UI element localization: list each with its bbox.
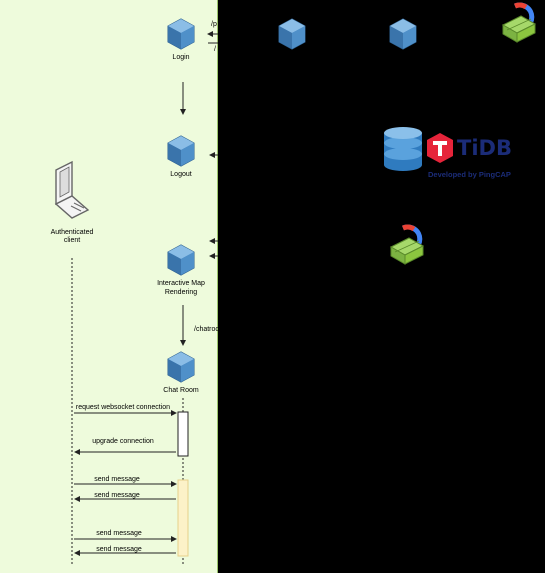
client-swimlane-panel <box>0 0 218 573</box>
map-service-icon <box>167 244 195 276</box>
request-ws-label: request websocket connection <box>76 404 170 411</box>
chat-activation-box-1 <box>177 411 189 457</box>
send-message-label-1: send message <box>94 476 140 483</box>
client-label-line2: client <box>64 237 80 244</box>
send-message-label-4: send message <box>96 546 142 553</box>
client-computer-icon <box>54 160 90 219</box>
backend-service-icon-2 <box>389 18 417 50</box>
chat-label: Chat Room <box>163 387 199 394</box>
chatroom-edge-label: /chatroo <box>194 326 219 333</box>
login-service-icon <box>167 18 195 50</box>
send-message-label-2: send message <box>94 492 140 499</box>
tidb-subtitle: Developed by PingCAP <box>428 170 511 179</box>
logout-label: Logout <box>170 171 191 178</box>
login-top-edge-label: /p <box>211 21 217 28</box>
login-label: Login <box>172 54 189 61</box>
client-label-line1: Authenticated <box>51 229 94 236</box>
logout-service-icon <box>167 135 195 167</box>
chat-service-icon <box>167 351 195 383</box>
chat-activation-box-2 <box>177 479 189 557</box>
send-message-label-3: send message <box>96 530 142 537</box>
tidb-logo: TiDB Developed by PingCAP <box>427 133 512 179</box>
google-cloud-icon-top <box>503 5 535 42</box>
map-label-line2: Rendering <box>165 289 197 296</box>
upgrade-label: upgrade connection <box>92 438 154 445</box>
database-icon <box>384 127 422 171</box>
map-label-line1: Interactive Map <box>157 280 205 287</box>
backend-service-icon-1 <box>278 18 306 50</box>
tidb-wordmark: TiDB <box>457 136 512 160</box>
google-cloud-icon-middle <box>391 227 423 264</box>
login-bottom-edge-label: / <box>214 46 216 53</box>
